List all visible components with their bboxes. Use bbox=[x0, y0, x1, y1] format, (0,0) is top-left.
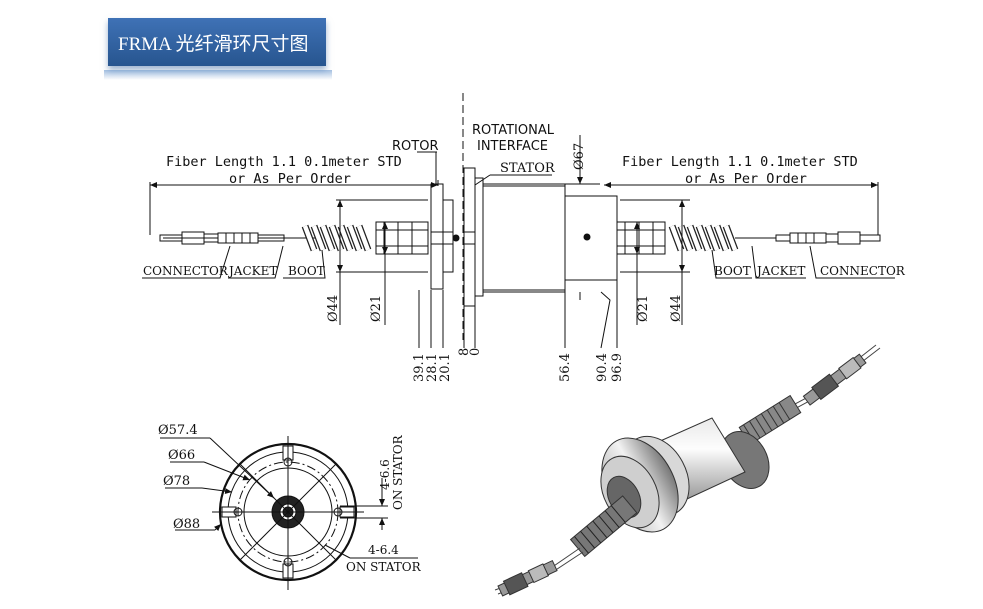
side-view bbox=[142, 93, 895, 349]
rotor-plate-1 bbox=[430, 183, 444, 290]
holes-bottom-label-1: 4-6.4 bbox=[368, 543, 399, 557]
stator-flange bbox=[463, 167, 476, 307]
boot-spring-left bbox=[301, 224, 372, 252]
fiber-length-left-line1: Fiber Length 1.1 0.1meter STD bbox=[166, 154, 402, 170]
dia21-left-label: Ø21 bbox=[369, 295, 384, 322]
housing-body bbox=[482, 183, 566, 293]
holes-top-label-2: ON STATOR bbox=[391, 434, 405, 510]
dia78-label: Ø78 bbox=[163, 474, 190, 489]
dim-39-1: 39.1 bbox=[412, 353, 427, 382]
boot-right-label: BOOT bbox=[714, 264, 751, 278]
title-tab: FRMA 光纤滑环尺寸图 bbox=[108, 18, 326, 66]
dia44-right-label: Ø44 bbox=[669, 295, 684, 322]
dim-20-1: 20.1 bbox=[438, 353, 453, 382]
holes-top-label-1: 4-6.6 bbox=[378, 459, 392, 490]
dim-90-4: 90.4 bbox=[595, 353, 610, 382]
rotor-label: ROTOR bbox=[392, 139, 438, 154]
jacket-right-label: JACKET bbox=[755, 264, 805, 278]
dim-56-4: 56.4 bbox=[558, 353, 573, 382]
fiber-length-right-line1: Fiber Length 1.1 0.1meter STD bbox=[622, 154, 858, 170]
dim-28-1: 28.1 bbox=[425, 353, 440, 382]
dia44-left-label: Ø44 bbox=[326, 295, 341, 322]
rotor-plate-2 bbox=[442, 199, 454, 273]
connector-right bbox=[775, 231, 881, 245]
stator-label: STATOR bbox=[500, 161, 556, 176]
holes-bottom-label-2: ON STATOR bbox=[346, 560, 422, 574]
boot-spring-right bbox=[668, 224, 739, 252]
dim-8: 8 bbox=[457, 348, 472, 356]
connector-left bbox=[159, 231, 285, 245]
fiber-length-right-line2: or As Per Order bbox=[685, 171, 807, 187]
dim-0: 0 bbox=[468, 348, 483, 356]
end-view bbox=[160, 436, 418, 590]
dia57-4-label: Ø57.4 bbox=[158, 423, 198, 438]
interface-label: INTERFACE bbox=[477, 139, 548, 154]
dia66-label: Ø66 bbox=[168, 448, 195, 463]
boot-left-label: BOOT bbox=[288, 264, 325, 278]
title-tab-shadow bbox=[104, 70, 332, 80]
rotational-label: ROTATIONAL bbox=[472, 123, 555, 138]
nut-right bbox=[616, 221, 666, 255]
dia88-label: Ø88 bbox=[173, 517, 200, 532]
jacket-left-label: JACKET bbox=[227, 264, 277, 278]
dia21-right-label: Ø21 bbox=[636, 295, 651, 322]
fiber-length-left-line2: or As Per Order bbox=[229, 171, 351, 187]
connector-left-label: CONNECTOR bbox=[143, 264, 229, 278]
page-title: FRMA 光纤滑环尺寸图 bbox=[118, 33, 309, 55]
dia67-label: Ø67 bbox=[572, 143, 587, 170]
product-render bbox=[494, 344, 881, 597]
connector-right-label: CONNECTOR bbox=[820, 264, 906, 278]
dim-96-9: 96.9 bbox=[610, 353, 625, 382]
